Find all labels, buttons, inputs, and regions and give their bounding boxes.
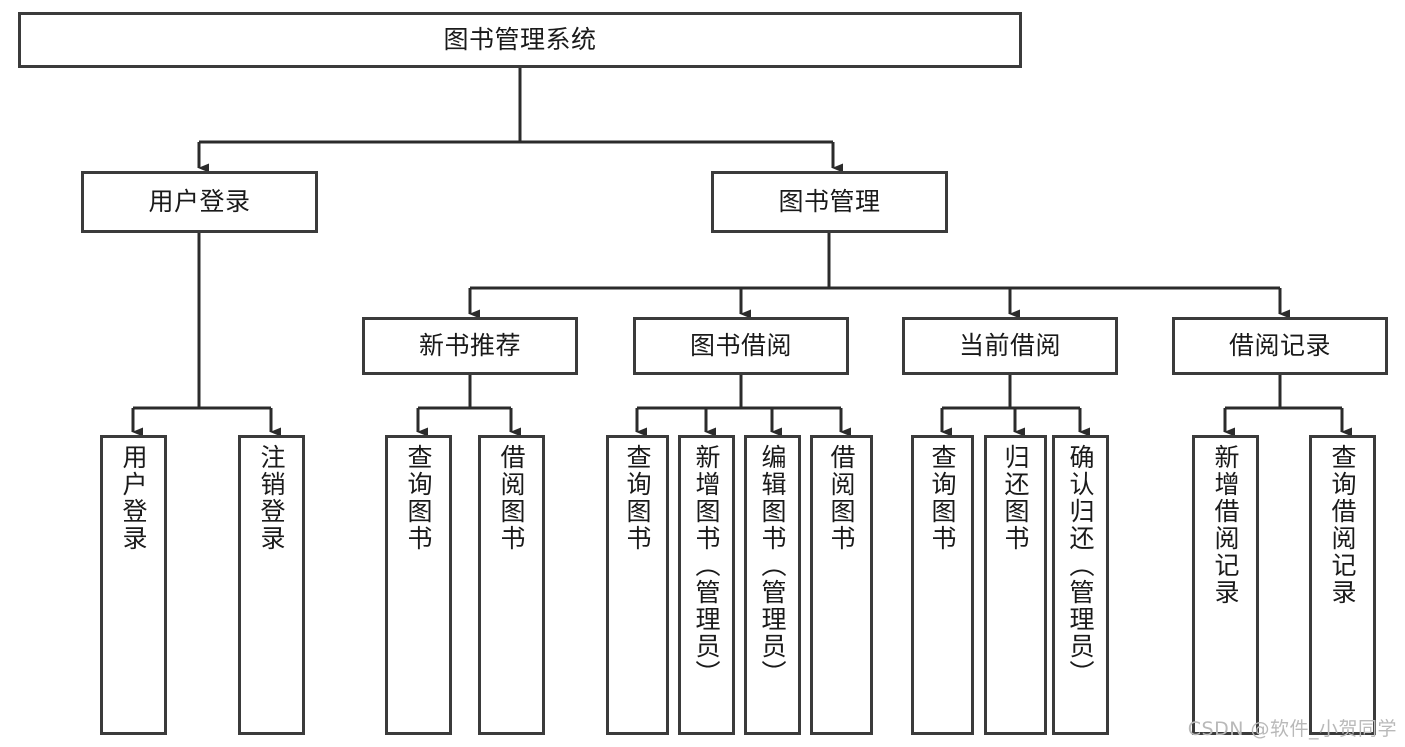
node-leaf-borrow-book-rec-label: 借阅图书	[497, 444, 526, 552]
node-current-borrow-label: 当前借阅	[958, 330, 1061, 360]
node-leaf-query-book-borrow[interactable]: 查询图书	[606, 435, 669, 735]
node-leaf-query-book-cur-label: 查询图书	[928, 444, 957, 552]
node-leaf-return-book-label: 归还图书	[1001, 444, 1030, 552]
node-current-borrow[interactable]: 当前借阅	[902, 317, 1118, 375]
node-leaf-add-book-label: 新增图书（管理员）	[692, 444, 721, 687]
node-leaf-borrow-book[interactable]: 借阅图书	[810, 435, 873, 735]
csdn-watermark: CSDN @软件_小贺同学	[1187, 718, 1397, 740]
node-borrow-records[interactable]: 借阅记录	[1172, 317, 1388, 375]
node-root-label: 图书管理系统	[443, 24, 597, 54]
node-book-borrow-label: 图书借阅	[689, 330, 792, 360]
node-leaf-query-book-rec-label: 查询图书	[404, 444, 433, 552]
node-book-manage[interactable]: 图书管理	[711, 171, 948, 233]
node-book-borrow[interactable]: 图书借阅	[633, 317, 849, 375]
node-user-login[interactable]: 用户登录	[81, 171, 318, 233]
node-new-book-recommend[interactable]: 新书推荐	[362, 317, 578, 375]
node-new-book-recommend-label: 新书推荐	[418, 330, 521, 360]
node-leaf-logout-login[interactable]: 注销登录	[238, 435, 305, 735]
node-leaf-borrow-book-rec[interactable]: 借阅图书	[478, 435, 545, 735]
node-leaf-query-record[interactable]: 查询借阅记录	[1309, 435, 1376, 735]
node-root[interactable]: 图书管理系统	[18, 12, 1022, 68]
node-leaf-edit-book-label: 编辑图书（管理员）	[758, 444, 787, 687]
node-leaf-return-book[interactable]: 归还图书	[984, 435, 1047, 735]
node-leaf-confirm-return-label: 确认归还（管理员）	[1066, 444, 1095, 687]
node-leaf-query-book-cur[interactable]: 查询图书	[911, 435, 974, 735]
node-leaf-logout-login-label: 注销登录	[257, 444, 286, 552]
node-leaf-borrow-book-label: 借阅图书	[827, 444, 856, 552]
node-borrow-records-label: 借阅记录	[1228, 330, 1331, 360]
node-leaf-confirm-return[interactable]: 确认归还（管理员）	[1052, 435, 1109, 735]
node-leaf-query-record-label: 查询借阅记录	[1328, 444, 1357, 606]
node-leaf-user-login-label: 用户登录	[119, 444, 148, 552]
node-book-manage-label: 图书管理	[778, 186, 881, 216]
node-leaf-edit-book[interactable]: 编辑图书（管理员）	[744, 435, 801, 735]
node-leaf-add-record[interactable]: 新增借阅记录	[1192, 435, 1259, 735]
node-leaf-user-login[interactable]: 用户登录	[100, 435, 167, 735]
node-user-login-label: 用户登录	[148, 186, 251, 216]
node-leaf-add-book[interactable]: 新增图书（管理员）	[678, 435, 735, 735]
node-leaf-add-record-label: 新增借阅记录	[1211, 444, 1240, 606]
node-leaf-query-book-rec[interactable]: 查询图书	[385, 435, 452, 735]
node-leaf-query-book-borrow-label: 查询图书	[623, 444, 652, 552]
